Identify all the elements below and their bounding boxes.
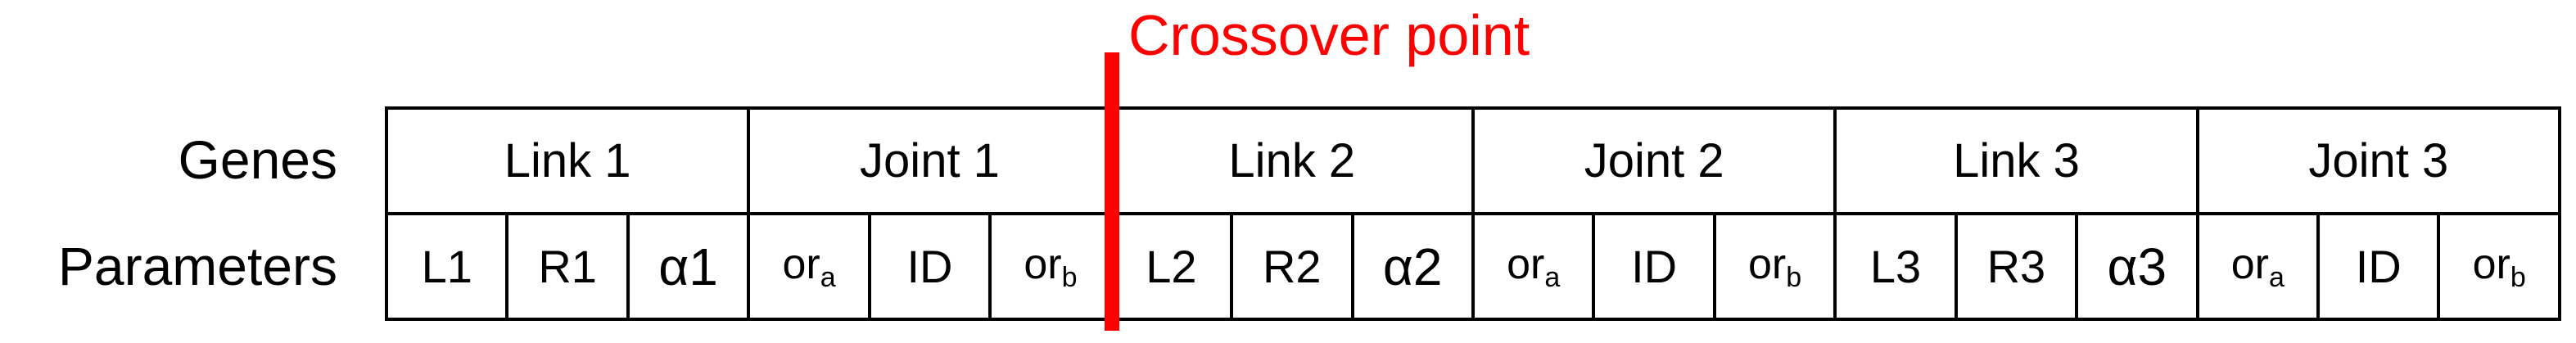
gene-cell: Joint 1	[747, 106, 1113, 215]
parameters-row-label: Parameters	[57, 236, 337, 296]
parameter-cell: orb	[2437, 212, 2561, 321]
parameter-cell: orb	[1712, 212, 1837, 321]
parameter-cell: L1	[385, 212, 509, 321]
parameter-orientation-text: ora	[2231, 240, 2285, 294]
parameter-cell: ora	[747, 212, 871, 321]
parameter-cell: R3	[1954, 212, 2079, 321]
parameter-cell: ID	[2316, 212, 2441, 321]
parameter-cell: orb	[988, 212, 1113, 321]
parameter-text: α2	[1382, 237, 1443, 296]
gene-cell: Joint 2	[1471, 106, 1837, 215]
parameter-text: L1	[421, 241, 472, 292]
parameter-cell: ora	[2195, 212, 2320, 321]
parameter-base: or	[1507, 240, 1545, 288]
parameter-cell: R1	[505, 212, 630, 321]
parameter-text: R2	[1262, 241, 1322, 292]
parameter-base: or	[1747, 240, 1787, 288]
parameter-base: or	[2472, 240, 2510, 288]
parameter-text: ID	[1631, 241, 1678, 292]
parameter-cell: ora	[1471, 212, 1596, 321]
parameter-text: α3	[2107, 237, 2167, 296]
parameter-subscript: b	[2510, 261, 2526, 293]
gene-cell: Link 2	[1109, 106, 1475, 215]
parameter-text: R3	[1986, 241, 2046, 292]
gene-cell: Link 1	[385, 106, 751, 215]
parameter-subscript: b	[1061, 261, 1078, 293]
parameter-cell: L2	[1109, 212, 1234, 321]
genes-row-label: Genes	[178, 129, 337, 190]
parameter-orientation-text: ora	[782, 240, 835, 294]
parameter-text: ID	[906, 241, 953, 292]
parameter-cell: L3	[1833, 212, 1958, 321]
gene-cell: Joint 3	[2195, 106, 2561, 215]
parameter-cell: α3	[2075, 212, 2199, 321]
parameter-subscript: a	[2268, 261, 2285, 293]
parameter-text: α1	[658, 237, 718, 296]
parameter-cell: R2	[1230, 212, 1354, 321]
parameter-subscript: a	[1544, 261, 1561, 293]
parameter-cell: α2	[1350, 212, 1475, 321]
parameter-cell: ID	[1592, 212, 1716, 321]
parameter-subscript: b	[1786, 261, 1802, 293]
parameter-cell: ID	[867, 212, 992, 321]
parameter-orientation-text: ora	[1507, 240, 1560, 294]
parameter-orientation-text: orb	[1024, 240, 1077, 294]
parameter-orientation-text: orb	[2473, 240, 2526, 294]
parameter-orientation-text: orb	[1748, 240, 1801, 294]
gene-cell: Link 3	[1833, 106, 2199, 215]
parameter-cell: α1	[626, 212, 751, 321]
parameter-base: or	[1024, 240, 1062, 288]
parameter-text: L3	[1869, 241, 1922, 292]
parameter-subscript: a	[820, 261, 836, 293]
parameter-base: or	[2230, 240, 2269, 288]
crossover-line	[1105, 52, 1119, 331]
crossover-label: Crossover point	[1128, 3, 1530, 67]
parameter-text: R1	[538, 241, 597, 292]
parameter-base: or	[782, 240, 820, 288]
parameter-text: L2	[1146, 241, 1197, 292]
parameter-text: ID	[2355, 241, 2402, 292]
